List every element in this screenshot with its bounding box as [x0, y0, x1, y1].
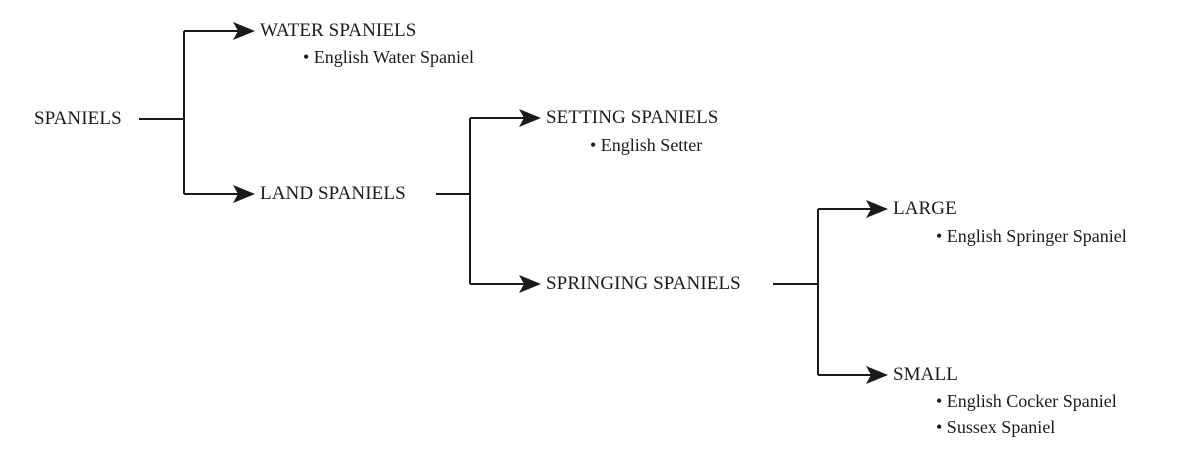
node-springing-spaniels: SPRINGING SPANIELS	[546, 273, 741, 294]
arrow-to-small-icon	[866, 366, 888, 384]
breed-sussex-spaniel: • Sussex Spaniel	[936, 417, 1056, 437]
node-land-spaniels: LAND SPANIELS	[260, 183, 406, 204]
breed-english-setter: • English Setter	[590, 135, 703, 155]
arrow-to-land-icon	[233, 185, 255, 203]
node-setting-spaniels: SETTING SPANIELS	[546, 107, 719, 128]
connector-root-bracket	[139, 30, 240, 195]
arrow-to-setting-icon	[519, 109, 541, 127]
arrow-to-springing-icon	[519, 275, 541, 293]
connector-land-bracket	[436, 117, 526, 285]
node-water-spaniels: WATER SPANIELS	[260, 20, 417, 41]
connector-springing-bracket	[773, 208, 873, 376]
breed-english-cocker-spaniel: • English Cocker Spaniel	[936, 391, 1117, 411]
breed-english-water-spaniel: • English Water Spaniel	[303, 47, 474, 67]
breed-english-springer-spaniel: • English Springer Spaniel	[936, 226, 1127, 246]
arrow-to-water-icon	[233, 22, 255, 40]
arrow-to-large-icon	[866, 200, 888, 218]
node-spaniels: SPANIELS	[34, 108, 122, 129]
node-large: LARGE	[893, 198, 957, 219]
node-small: SMALL	[893, 364, 958, 385]
